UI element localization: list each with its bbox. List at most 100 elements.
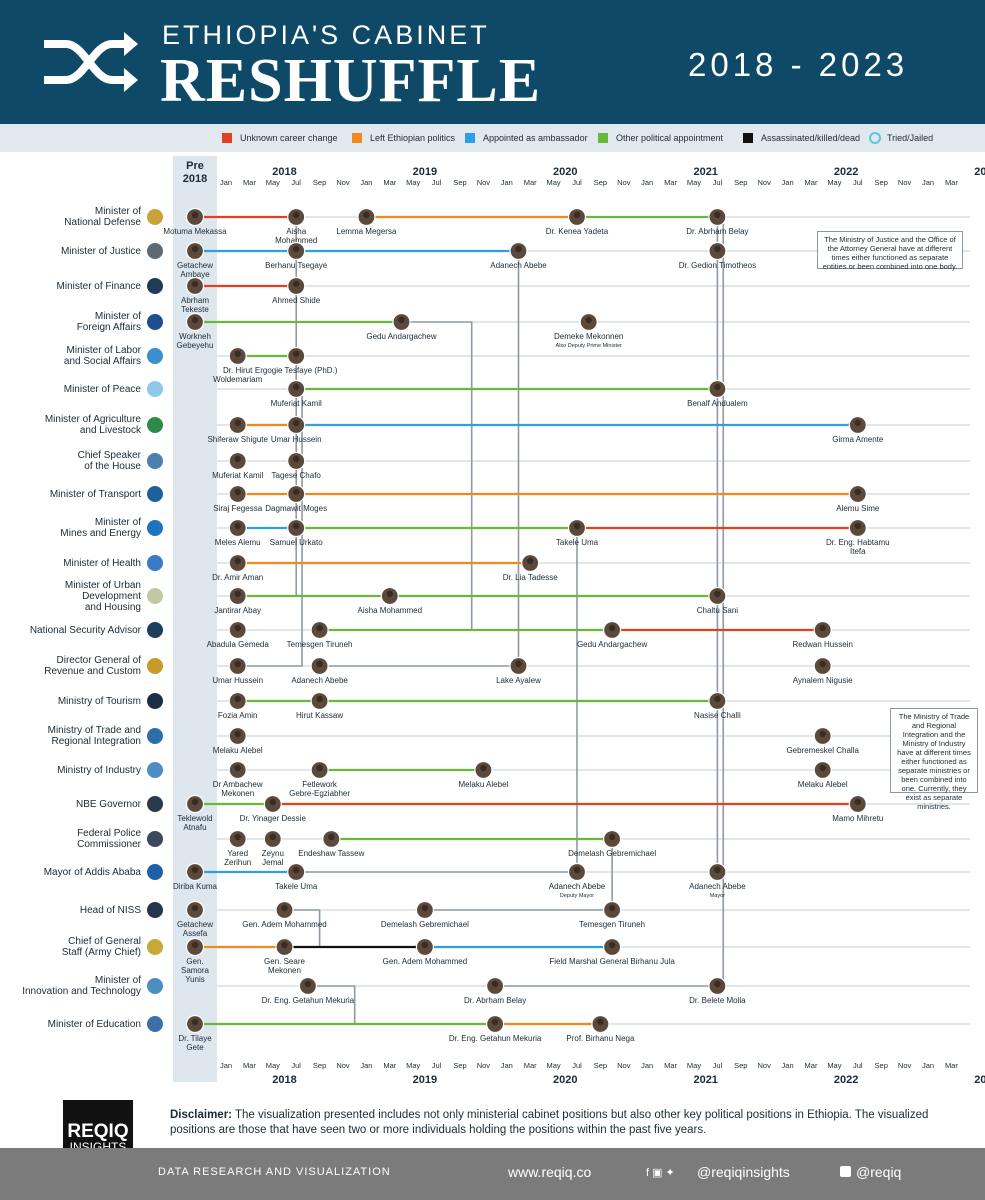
month-tick-label: Nov xyxy=(336,1061,350,1070)
person-portrait-face xyxy=(714,245,721,253)
person-name: Gedu Andargachew xyxy=(366,332,436,341)
position-emblem-icon xyxy=(147,243,163,259)
person-name: Gen. Seare xyxy=(264,957,305,966)
position-emblem-icon xyxy=(147,693,163,709)
year-label: 2018 xyxy=(272,166,296,178)
person-name: Zerihun xyxy=(224,858,251,867)
month-tick-label: Sep xyxy=(734,1061,747,1070)
person-portrait-face xyxy=(293,350,300,358)
month-tick-label: Mar xyxy=(945,178,958,187)
person-portrait-face xyxy=(819,660,826,668)
person-name: Gete xyxy=(186,1043,204,1052)
month-tick-label: Nov xyxy=(617,1061,631,1070)
row-label: Minister of Health xyxy=(63,557,141,569)
person-name: Nasise Challi xyxy=(694,711,741,720)
linkedin-icon xyxy=(840,1166,851,1177)
footer-website[interactable]: www.reqiq.co xyxy=(508,1164,592,1180)
person-portrait-face xyxy=(293,245,300,253)
row-label: Minister of Finance xyxy=(56,280,141,292)
row-label: Ministry of Tourism xyxy=(57,695,141,707)
person-portrait-face xyxy=(293,522,300,530)
person-portrait-face xyxy=(191,245,199,253)
person-portrait-face xyxy=(234,419,241,427)
month-tick-label: Jan xyxy=(641,1061,653,1070)
month-tick-label: Mar xyxy=(524,1061,537,1070)
person-portrait-face xyxy=(281,904,288,912)
person-portrait-face xyxy=(854,798,861,806)
row-label: Director General of Revenue and Custom xyxy=(44,655,141,677)
person-name: Hirut Kassaw xyxy=(296,711,343,720)
month-tick-label: Mar xyxy=(805,178,818,187)
person-name: Demelash Gebremichael xyxy=(568,849,656,858)
shuffle-icon xyxy=(44,32,138,92)
person-name: Dagmawit Moges xyxy=(265,504,327,513)
person-portrait-face xyxy=(714,383,721,391)
person-name: Redwan Hussein xyxy=(792,640,852,649)
person-name: Ambaye xyxy=(180,270,210,279)
position-emblem-icon xyxy=(147,381,163,397)
person-name: Chaltu Sani xyxy=(697,606,739,615)
person-name: Gebremeskel Challa xyxy=(786,746,859,755)
position-emblem-icon xyxy=(147,348,163,364)
year-label: 2022 xyxy=(834,1074,858,1086)
year-label: 2023 xyxy=(974,1074,985,1086)
legend: Unknown career change Left Ethiopian pol… xyxy=(0,124,985,152)
person-portrait-face xyxy=(714,211,721,219)
person-name: Adanech Abebe xyxy=(549,882,606,891)
position-emblem-icon xyxy=(147,1016,163,1032)
month-tick-label: Jul xyxy=(432,178,442,187)
month-tick-label: Jan xyxy=(782,178,794,187)
year-label: 2021 xyxy=(693,166,717,178)
person-name: Gen. Adem Mohammed xyxy=(383,957,467,966)
year-label: 2023 xyxy=(974,166,985,178)
justice-note: The Ministry of Justice and the Office o… xyxy=(817,231,963,271)
year-label: 2019 xyxy=(413,166,437,178)
month-tick-label: Jan xyxy=(641,178,653,187)
social-icons: f ▣ ✦ xyxy=(646,1167,675,1179)
position-emblem-icon xyxy=(147,939,163,955)
person-name: Dr. Lia Tadesse xyxy=(503,573,559,582)
person-name: Girma Amente xyxy=(832,435,884,444)
month-tick-label: May xyxy=(547,178,561,187)
person-portrait-face xyxy=(191,280,199,288)
person-name: Lake Ayalew xyxy=(496,676,541,685)
person-portrait-face xyxy=(269,833,276,841)
person-name: Dr. Belete Molla xyxy=(689,996,746,1005)
person-portrait-face xyxy=(234,730,241,738)
transition-connector xyxy=(307,985,496,1025)
person-portrait-face xyxy=(573,522,581,530)
month-tick-label: Mar xyxy=(524,178,537,187)
person-name: Workneh xyxy=(179,332,211,341)
month-tick-label: Jul xyxy=(432,1061,442,1070)
position-emblem-icon xyxy=(147,555,163,571)
footer-linkedin[interactable]: @reqiq xyxy=(856,1164,902,1180)
person-name: Mamo Mihretu xyxy=(832,814,883,823)
position-emblem-icon xyxy=(147,520,163,536)
position-emblem-icon xyxy=(147,314,163,330)
position-emblem-icon xyxy=(147,622,163,638)
person-name: Demeke Mekonnen xyxy=(554,332,623,341)
month-tick-label: Jan xyxy=(922,178,934,187)
person-name: Dr. Kenea Yadeta xyxy=(546,227,609,236)
year-label: 2019 xyxy=(413,1074,437,1086)
person-name: Jemal xyxy=(262,858,284,867)
person-name: Jantirar Abay xyxy=(214,606,261,615)
position-emblem-icon xyxy=(147,453,163,469)
person-portrait-face xyxy=(293,488,300,496)
person-name: Aisha xyxy=(286,227,307,236)
person-name: Takele Uma xyxy=(556,538,599,547)
row-label: Minister of National Defense xyxy=(64,206,141,228)
month-tick-label: Mar xyxy=(383,1061,396,1070)
person-subtitle: Mayor xyxy=(710,893,725,899)
person-name: Diriba Kuma xyxy=(173,882,218,891)
transition-connector xyxy=(319,251,520,667)
person-name: Dr. Hirut xyxy=(223,366,253,375)
footer-social[interactable]: @reqiqinsights xyxy=(697,1164,790,1180)
person-name: Fetlework xyxy=(302,780,338,789)
person-name: Aisha Mohammed xyxy=(358,606,422,615)
row-label: National Security Advisor xyxy=(29,624,141,636)
position-emblem-icon xyxy=(147,486,163,502)
person-portrait-face xyxy=(515,245,522,253)
month-tick-label: Jul xyxy=(853,1061,863,1070)
year-label: 2018 xyxy=(272,1074,296,1086)
